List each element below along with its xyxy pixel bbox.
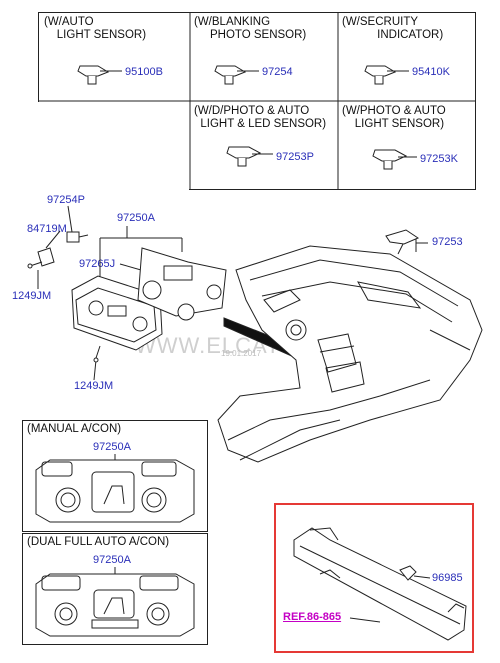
sensor-icon	[77, 65, 122, 85]
sensor-icon	[372, 149, 417, 170]
cell-photo-auto-title: (W/PHOTO & AUTO LIGHT SENSOR)	[342, 105, 446, 130]
sensor-icon	[364, 65, 409, 85]
cell-blanking-title: (W/BLANKING PHOTO SENSOR)	[194, 16, 307, 41]
manual-ac-title: (MANUAL A/CON)	[27, 423, 122, 435]
part-97250A-main: 97250A	[117, 212, 155, 224]
watermark-date: 19.01.2017	[221, 349, 262, 358]
part-96985: 96985	[432, 572, 463, 584]
manual-ac-part: 97250A	[93, 441, 131, 453]
part-1249JM-top: 1249JM	[12, 290, 52, 302]
cell-security-title: (W/SECRUITY INDICATOR)	[342, 16, 444, 41]
part-84719M: 84719M	[27, 223, 67, 235]
manual-ac-box	[22, 420, 208, 532]
cell-photo-auto-part: 97253K	[420, 153, 458, 165]
part-97254P: 97254P	[47, 194, 85, 206]
cell-auto-light-title: (W/AUTO LIGHT SENSOR)	[44, 16, 147, 41]
cell-led-sensor-title: (W/D/PHOTO & AUTO LIGHT & LED SENSOR)	[194, 105, 327, 130]
ref-link-86-865[interactable]: REF.86-865	[283, 611, 342, 623]
sensor-table-blank	[37, 102, 189, 192]
sensor-icon	[226, 146, 273, 167]
auto-ac-box	[22, 533, 208, 645]
cell-led-sensor-part: 97253P	[276, 151, 314, 163]
part-97265J: 97265J	[79, 258, 116, 270]
cell-auto-light-part: 95100B	[125, 66, 163, 78]
sensor-icon	[214, 65, 259, 85]
auto-ac-part: 97250A	[93, 554, 131, 566]
cell-blanking-part: 97254	[262, 66, 293, 78]
part-1249JM-bottom: 1249JM	[74, 380, 114, 392]
part-97253: 97253	[432, 236, 463, 248]
reference-box	[274, 503, 474, 653]
auto-ac-title: (DUAL FULL AUTO A/CON)	[27, 536, 170, 548]
cell-security-part: 95410K	[412, 66, 450, 78]
